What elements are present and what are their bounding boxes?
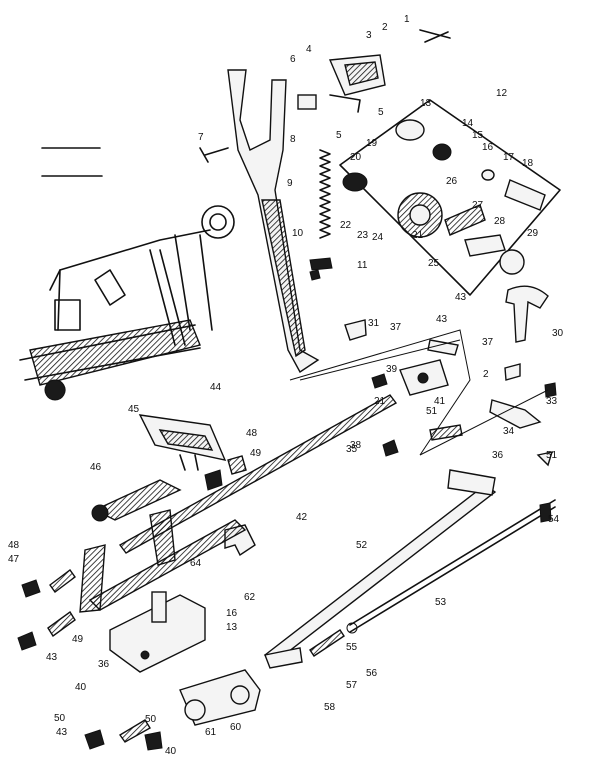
callout-label-2: 2 (382, 22, 388, 33)
knob-part-31 (505, 285, 549, 343)
callout-label-21: 21 (412, 230, 424, 241)
callout-label-38: 38 (350, 440, 362, 451)
callout-label-45: 45 (128, 404, 140, 415)
callout-label-18: 18 (522, 158, 534, 169)
callout-label-43: 43 (56, 727, 68, 738)
callout-label-55: 55 (346, 642, 358, 653)
callout-label-40: 40 (165, 746, 177, 757)
callout-label-48: 48 (8, 540, 20, 551)
callout-label-31: 31 (368, 318, 380, 329)
callout-label-60: 60 (230, 722, 242, 733)
callout-label-33: 33 (546, 396, 558, 407)
middle-assembly (289, 329, 554, 467)
callout-label-5: 5 (378, 107, 384, 118)
fork-assembly-part-47 (79, 479, 247, 613)
callout-label-52: 52 (356, 540, 368, 551)
callout-label-43: 43 (436, 314, 448, 325)
callout-label-15: 15 (472, 130, 484, 141)
screws (309, 269, 557, 523)
callout-label-41: 41 (434, 396, 446, 407)
large-lever-part-8 (199, 69, 320, 374)
callout-label-46: 46 (90, 462, 102, 473)
callout-label-50: 50 (145, 714, 157, 725)
callout-label-44: 44 (210, 382, 222, 393)
callout-label-64: 64 (190, 558, 202, 569)
callout-label-11: 11 (357, 260, 368, 271)
callout-label-36: 36 (492, 450, 504, 461)
leader-lines (299, 339, 549, 456)
callout-label-39: 39 (386, 364, 398, 375)
callout-label-29: 29 (527, 228, 539, 239)
callout-label-53: 53 (435, 597, 447, 608)
callout-label-5: 5 (336, 130, 342, 141)
callout-label-17: 17 (503, 152, 515, 163)
callout-label-13: 13 (226, 622, 238, 633)
callout-label-30: 30 (552, 328, 564, 339)
callout-label-51: 51 (426, 406, 438, 417)
lower-parts (84, 629, 345, 751)
callout-label-34: 34 (503, 426, 515, 437)
sub-assembly-14 (339, 99, 561, 296)
callout-label-37: 37 (482, 337, 494, 348)
callout-label-20: 20 (350, 152, 362, 163)
callout-label-12: 12 (496, 88, 508, 99)
callout-label-40: 40 (75, 682, 87, 693)
callout-label-54: 54 (548, 514, 560, 525)
callout-label-6: 6 (290, 54, 296, 65)
callout-label-36: 36 (98, 659, 110, 670)
callout-label-37: 37 (390, 322, 402, 333)
callout-label-28: 28 (494, 216, 506, 227)
callout-label-16: 16 (482, 142, 494, 153)
callout-label-4: 4 (306, 44, 312, 55)
callout-label-24: 24 (372, 232, 384, 243)
callout-label-8: 8 (290, 134, 296, 145)
callout-label-49: 49 (72, 634, 84, 645)
callout-label-9: 9 (287, 178, 293, 189)
callout-label-13: 13 (420, 98, 432, 109)
callout-label-22: 22 (340, 220, 352, 231)
callout-label-23: 23 (357, 230, 369, 241)
callout-label-43: 43 (46, 652, 58, 663)
callout-label-47: 47 (8, 554, 20, 565)
callout-label-26: 26 (446, 176, 458, 187)
callout-label-48: 48 (246, 428, 258, 439)
callout-label-49: 49 (250, 448, 262, 459)
top-bracket-parts (297, 29, 451, 113)
callout-label-50: 50 (54, 713, 66, 724)
callout-label-3: 3 (366, 30, 372, 41)
machine-reference-view (19, 147, 235, 401)
callout-label-16: 16 (226, 608, 238, 619)
callout-label-58: 58 (324, 702, 336, 713)
callout-label-56: 56 (366, 668, 378, 679)
callout-label-27: 27 (472, 200, 484, 211)
callout-label-10: 10 (292, 228, 304, 239)
callout-label-42: 42 (296, 512, 308, 523)
callout-label-1: 1 (404, 14, 410, 25)
callout-label-2: 2 (483, 369, 489, 380)
callout-label-21: 21 (374, 396, 386, 407)
callout-label-57: 57 (346, 680, 358, 691)
callout-label-51: 51 (546, 450, 558, 461)
bracket-part-64 (109, 591, 206, 673)
callout-label-19: 19 (366, 138, 378, 149)
callout-label-43: 43 (455, 292, 467, 303)
left-hardware (17, 455, 247, 651)
long-shafts-53-54 (263, 469, 556, 663)
callout-label-61: 61 (205, 727, 217, 738)
spring-part-10 (309, 149, 333, 271)
callout-label-14: 14 (462, 118, 474, 129)
callout-label-7: 7 (198, 132, 204, 143)
main-shaft-part-42 (118, 394, 398, 557)
callout-label-62: 62 (244, 592, 256, 603)
plate-part-46 (138, 414, 227, 471)
callout-label-25: 25 (428, 258, 440, 269)
callout-label-35: 35 (346, 444, 358, 455)
